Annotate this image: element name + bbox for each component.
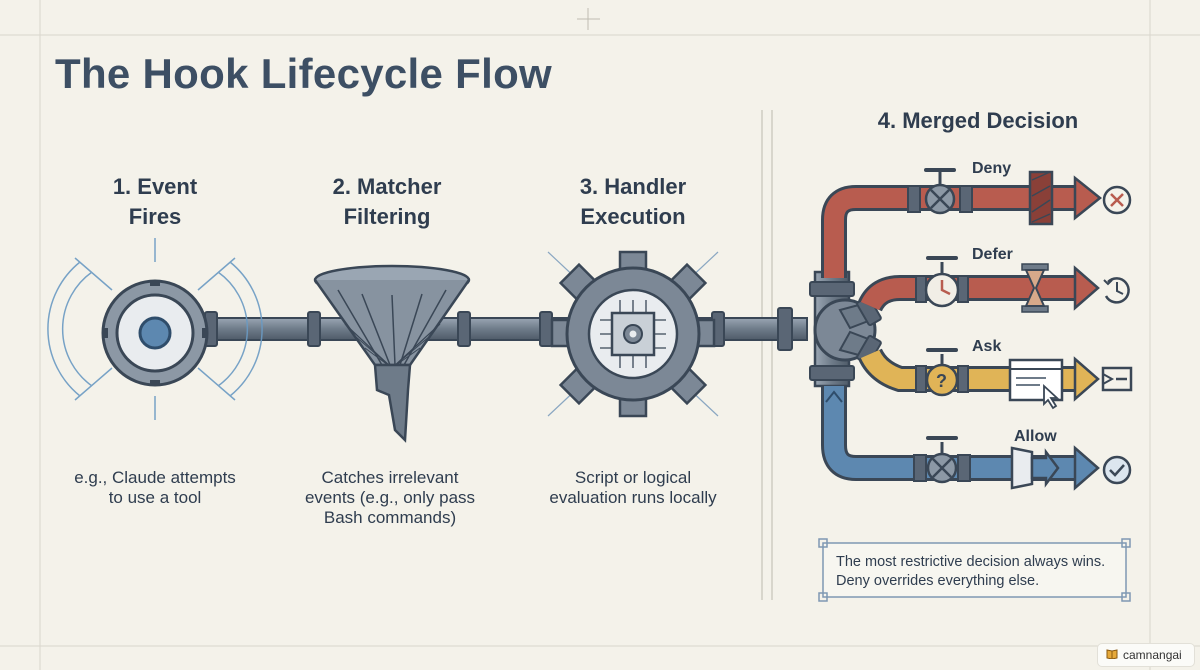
ask-pipe: ?: [858, 348, 1100, 410]
prompt-icon: [1101, 366, 1133, 392]
deny-pipe: [821, 168, 1103, 278]
step-4-title: 4. Merged Decision: [877, 108, 1079, 133]
note-line1: The most restrictive decision always win…: [836, 554, 1106, 570]
step-3-description: Script or logical evaluation runs locall…: [513, 468, 753, 508]
check-circle-icon: [1102, 455, 1132, 485]
manifold-junction: [809, 270, 882, 388]
step-2-description: Catches irrelevant events (e.g., only pa…: [270, 468, 510, 528]
step-2-desc-line1: Catches irrelevant: [321, 468, 459, 487]
step-3-title: 3. Handler Execution: [523, 172, 743, 232]
step-3-title-line2: Execution: [580, 204, 686, 229]
brand-name: camnangai: [1123, 648, 1182, 662]
event-dial-icon: [47, 238, 263, 420]
note-line2: Deny overrides everything else.: [836, 573, 1040, 589]
x-circle-icon: [1102, 185, 1132, 215]
step-1-desc-line1: e.g., Claude attempts: [74, 468, 236, 487]
book-icon: [1106, 649, 1118, 659]
step-2-title-line2: Filtering: [343, 204, 431, 229]
note-box: [818, 538, 1131, 602]
step-2-desc-line2: events (e.g., only pass: [304, 488, 476, 507]
step-1-title: 1. Event Fires: [45, 172, 265, 232]
step-2-title: 2. Matcher Filtering: [277, 172, 497, 232]
allow-pipe: [821, 386, 1100, 491]
step-3-desc-line1: Script or logical: [574, 468, 692, 487]
step-2-desc-line3: Bash commands): [323, 508, 457, 527]
outcome-label-defer: Defer: [972, 246, 1013, 263]
outcome-label-ask: Ask: [972, 338, 1002, 355]
step-3-title-line1: 3. Handler: [579, 174, 687, 199]
gear-icon: [547, 250, 719, 418]
svg-text:?: ?: [936, 371, 947, 391]
outcome-label-deny: Deny: [972, 160, 1012, 177]
step-1-title-line2: Fires: [128, 204, 182, 229]
brand-badge: camnangai: [1097, 643, 1195, 667]
page-title: The Hook Lifecycle Flow: [55, 50, 552, 97]
funnel-icon: [313, 264, 471, 443]
clock-icon: [1103, 277, 1130, 304]
step-3-desc-line2: evaluation runs locally: [549, 488, 717, 507]
step-1-title-line1: 1. Event: [112, 174, 198, 199]
defer-pipe: [858, 256, 1100, 313]
outcome-label-allow: Allow: [1014, 428, 1057, 445]
step-1-description: e.g., Claude attempts to use a tool: [35, 468, 275, 508]
step-1-desc-line2: to use a tool: [108, 488, 202, 507]
note-text: The most restrictive decision always win…: [836, 553, 1126, 591]
step-2-title-line1: 2. Matcher: [332, 174, 442, 199]
